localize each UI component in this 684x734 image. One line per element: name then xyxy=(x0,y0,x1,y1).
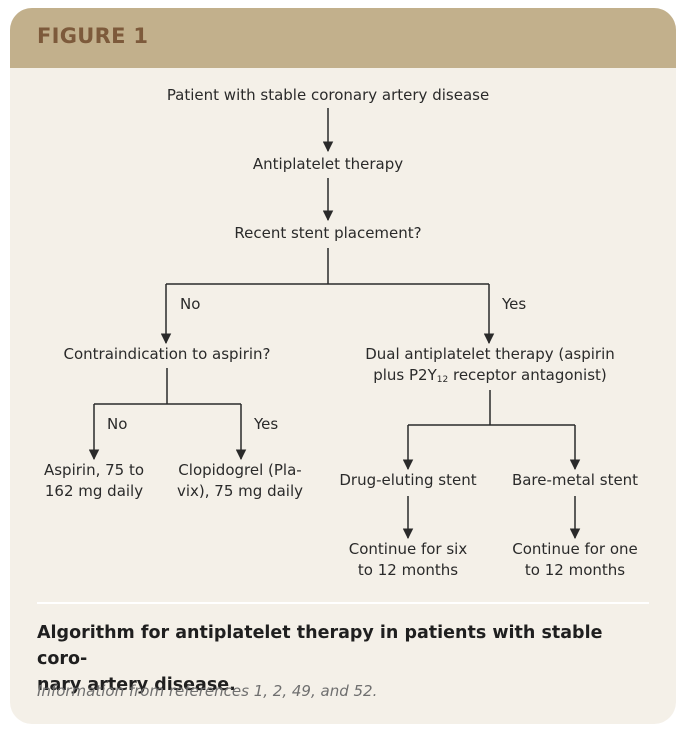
label-contra-no: No xyxy=(107,415,128,433)
node-bms-duration: Continue for one to 12 months xyxy=(512,539,638,581)
dapt-subscript: 12 xyxy=(436,375,449,385)
figure-card: FIGURE 1 Patient with stable cor xyxy=(10,8,676,724)
node-clopidogrel: Clopidogrel (Pla- vix), 75 mg daily xyxy=(177,460,303,502)
node-drug-eluting-stent: Drug-eluting stent xyxy=(339,471,477,489)
figure-source: Information from references 1, 2, 49, an… xyxy=(37,682,378,700)
label-yes: Yes xyxy=(502,295,527,313)
node-start: Patient with stable coronary artery dise… xyxy=(166,86,490,104)
node-aspirin: Aspirin, 75 to 162 mg daily xyxy=(44,460,144,502)
bms-duration-line2: to 12 months xyxy=(524,561,626,579)
figure-label: FIGURE 1 xyxy=(37,24,149,48)
figure-caption: Algorithm for antiplatelet therapy in pa… xyxy=(37,620,657,698)
clopidogrel-line1: Clopidogrel (Pla- xyxy=(178,461,302,479)
figure-header: FIGURE 1 xyxy=(10,8,676,68)
aspirin-line2: 162 mg daily xyxy=(44,482,144,500)
label-contra-yes: Yes xyxy=(254,415,279,433)
caption-divider xyxy=(37,602,649,604)
node-antiplatelet-therapy: Antiplatelet therapy xyxy=(252,155,404,173)
clopidogrel-line2: vix), 75 mg daily xyxy=(177,482,303,500)
flowchart-connectors xyxy=(88,108,581,540)
aspirin-line1: Aspirin, 75 to xyxy=(43,461,145,479)
dapt-line2: plus P2Y12 receptor antagonist) xyxy=(365,365,615,391)
des-duration-line2: to 12 months xyxy=(357,561,459,579)
dapt-line2-b: receptor antagonist) xyxy=(448,366,607,384)
label-no: No xyxy=(180,295,201,313)
node-bare-metal-stent: Bare-metal stent xyxy=(511,471,639,489)
caption-line2: nary artery disease. xyxy=(37,675,236,695)
caption-line1: Algorithm for antiplatelet therapy in pa… xyxy=(37,623,603,669)
node-contraindication: Contraindication to aspirin? xyxy=(63,345,271,363)
des-duration-line1: Continue for six xyxy=(348,540,468,558)
node-des-duration: Continue for six to 12 months xyxy=(349,539,467,581)
dapt-line1: Dual antiplatelet therapy (aspirin xyxy=(365,345,615,363)
bms-duration-line1: Continue for one xyxy=(512,540,638,558)
node-dual-antiplatelet: Dual antiplatelet therapy (aspirin plus … xyxy=(365,344,615,391)
node-stent-question: Recent stent placement? xyxy=(234,224,422,242)
dapt-line2-a: plus P2Y xyxy=(373,366,437,384)
